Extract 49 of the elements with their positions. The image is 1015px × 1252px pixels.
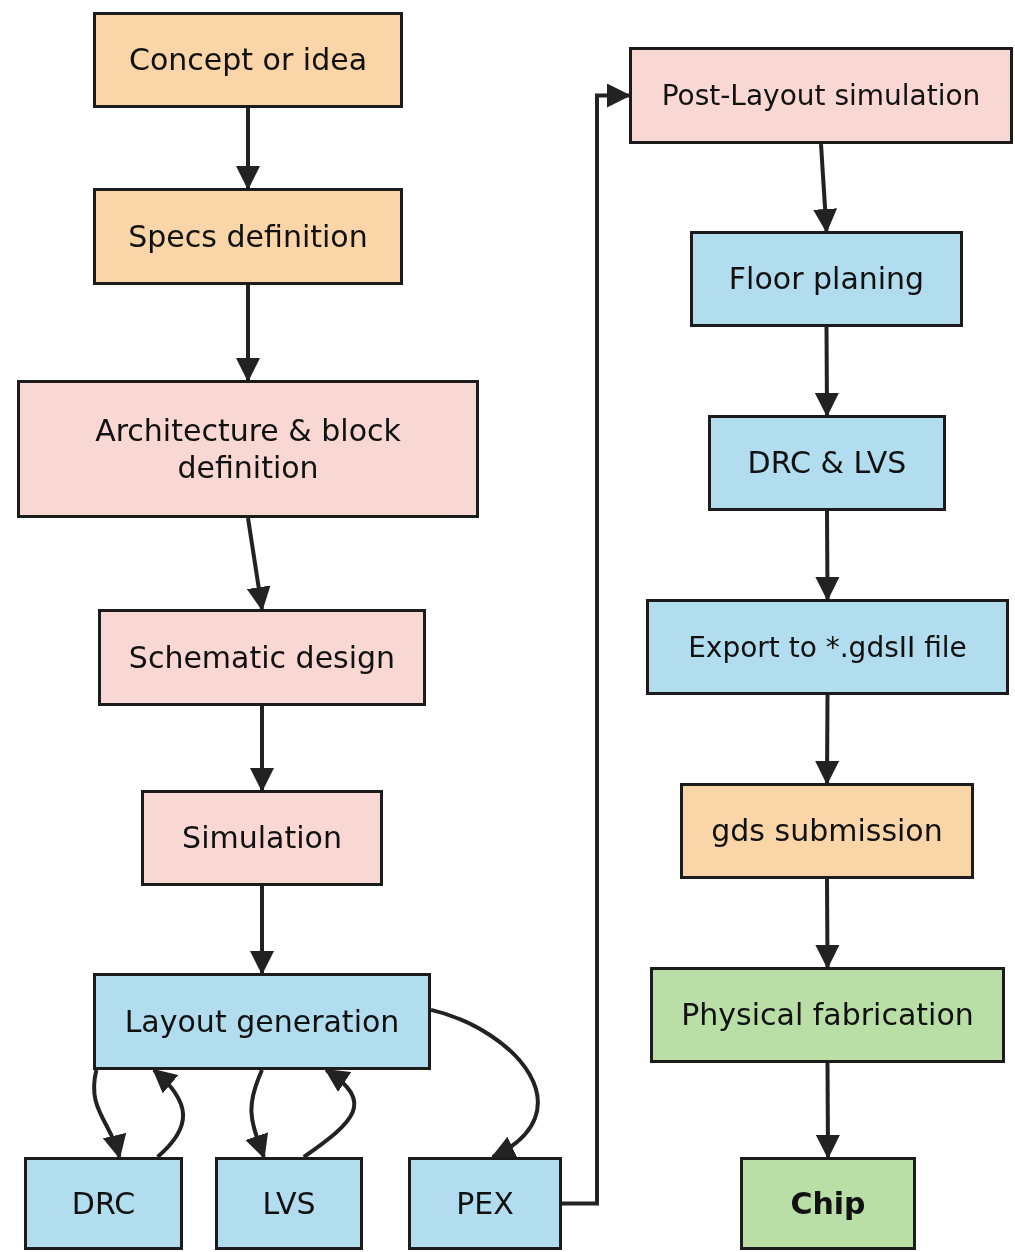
box-label: Post-Layout simulation xyxy=(661,78,981,113)
process-box xyxy=(680,783,974,879)
process-box xyxy=(690,231,963,327)
arrow xyxy=(813,143,838,233)
box-label: Simulation xyxy=(182,819,342,857)
arrow xyxy=(152,1068,185,1159)
box-label: LVS xyxy=(262,1184,316,1223)
arrow xyxy=(815,1063,840,1159)
process-box xyxy=(93,973,431,1070)
box-label: Export to *.gdsII file xyxy=(688,629,967,665)
arrow xyxy=(815,511,840,601)
box-label: Architecture & block definition xyxy=(94,411,402,487)
box-label: PEX xyxy=(456,1184,514,1223)
box-label: Schematic design xyxy=(128,638,396,677)
box-label: gds submission xyxy=(711,812,943,850)
arrow xyxy=(246,517,271,611)
box-label: Physical fabrication xyxy=(681,996,974,1034)
arrow xyxy=(815,695,840,785)
arrow xyxy=(302,1068,357,1159)
arrow xyxy=(245,1069,268,1159)
box-label: DRC & LVS xyxy=(747,444,907,482)
process-box xyxy=(215,1157,363,1250)
box-label: Floor planing xyxy=(728,260,925,298)
box-label: Specs definition xyxy=(128,217,368,256)
process-box xyxy=(17,380,479,518)
arrow xyxy=(562,83,631,1206)
process-box xyxy=(629,47,1013,144)
arrow xyxy=(250,886,274,975)
arrow xyxy=(236,285,260,382)
arrow xyxy=(815,879,840,969)
process-box xyxy=(141,790,383,886)
process-box xyxy=(98,609,426,706)
process-box xyxy=(408,1157,562,1250)
process-box xyxy=(740,1157,916,1250)
process-box xyxy=(650,967,1005,1063)
process-box xyxy=(93,188,403,285)
box-label: DRC xyxy=(71,1184,136,1223)
arrow xyxy=(92,1069,125,1159)
box-label: Chip xyxy=(790,1184,866,1223)
process-box xyxy=(646,599,1009,695)
arrow xyxy=(430,1007,540,1159)
arrow xyxy=(236,108,260,190)
process-box xyxy=(24,1157,183,1250)
process-box xyxy=(708,415,946,511)
process-box xyxy=(93,12,403,108)
arrow xyxy=(250,706,274,792)
box-label: Concept or idea xyxy=(128,41,368,79)
arrow xyxy=(814,327,839,417)
box-label: Layout generation xyxy=(124,1002,400,1041)
